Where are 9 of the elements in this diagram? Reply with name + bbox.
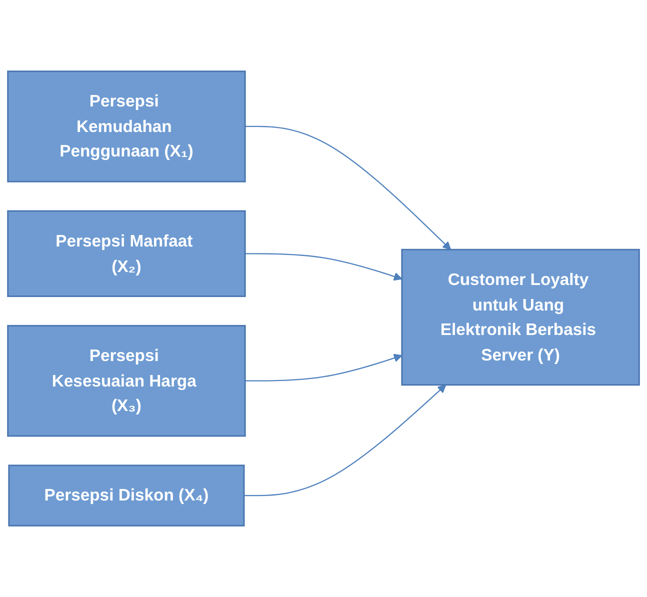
arrow — [245, 253, 402, 281]
node-box: Customer Loyalty untuk Uang Elektronik Berbasis Server (Y) — [401, 248, 640, 386]
arrow — [244, 384, 446, 496]
node-box: Persepsi Diskon (X₄) — [8, 464, 245, 526]
node-box: Persepsi Manfaat (X₂) — [7, 210, 246, 298]
arrow — [245, 354, 402, 382]
node-box: Persepsi Kemudahan Penggunaan (X₁) — [7, 70, 246, 182]
arrow — [245, 126, 452, 250]
node-box: Persepsi Kesesuaian Harga (X₃) — [7, 324, 246, 437]
